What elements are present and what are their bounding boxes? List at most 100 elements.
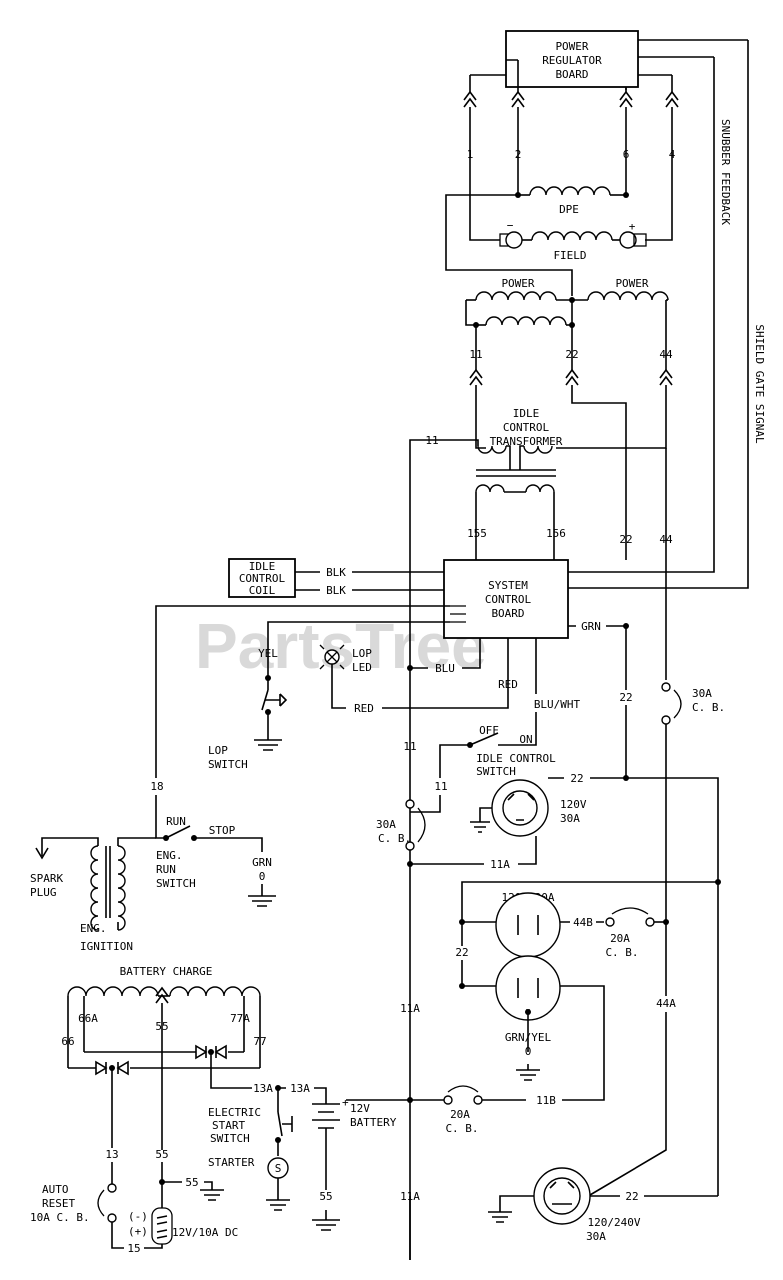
lop-led-line1: LOP [352, 647, 372, 660]
eng-run-switch-line1: ENG. [156, 849, 183, 862]
system-control-line1: SYSTEM [488, 579, 528, 592]
battery: + 12V BATTERY 55 [312, 1096, 397, 1231]
connector-row-middle [469, 368, 673, 386]
battery-plus: + [342, 1096, 349, 1109]
cb-20a-upper-line2: C. B. [605, 946, 638, 959]
cb-30a-right: 30A C. B. [661, 682, 725, 725]
wire-155: 155 [467, 527, 487, 540]
transformer-line1: IDLE [513, 407, 540, 420]
wire-55-battery: 55 [319, 1190, 332, 1203]
wire-13A-b: 13A [290, 1082, 310, 1095]
wire-grn: GRN [581, 620, 601, 633]
field-plus: + [629, 220, 636, 233]
wire-44B: 44B [573, 916, 593, 929]
transformer-line3: TRANSFORMER [490, 435, 563, 448]
wire-66: 66 [61, 1035, 74, 1048]
grn-yel-line2: 0 [525, 1045, 532, 1058]
starter-label: STARTER [208, 1156, 255, 1169]
power-left-label: POWER [501, 277, 534, 290]
wire-1: 1 [467, 148, 474, 161]
lop-switch-line2: SWITCH [208, 758, 248, 771]
wire-18: 18 [150, 780, 163, 793]
eng-run-switch-line3: SWITCH [156, 877, 196, 890]
lop-switch: LOP SWITCH [208, 678, 288, 771]
recept-120v-30a-line1: 120V [560, 798, 587, 811]
eng-ignition-line2: IGNITION [80, 940, 133, 953]
auto-reset-line1: AUTO [42, 1183, 69, 1196]
power-regulator-line2: REGULATOR [542, 54, 602, 67]
wire-11-left: 11 [403, 740, 416, 753]
engine-ignition: SPARK PLUG ENG. IGNITION [30, 837, 156, 953]
wire-11B: 11B [536, 1094, 556, 1107]
cb-30a-left-line2: C. B. [378, 832, 411, 845]
spark-plug-line2: PLUG [30, 886, 57, 899]
stop-label: STOP [209, 824, 236, 837]
cb-30a-left: 30A C. B. [376, 799, 426, 851]
wire-11A-top: 11A [490, 858, 510, 871]
cb-30a-left-line1: 30A [376, 818, 396, 831]
cb-20a-lower-line2: C. B. [445, 1122, 478, 1135]
cb-20a-upper: 20A C. B. [605, 907, 669, 959]
recept-120-240v-line1: 120/240V [588, 1216, 641, 1229]
dc-output-label: 12V/10A DC [172, 1226, 238, 1239]
electric-start-line2: START [212, 1119, 245, 1132]
wire-156: 156 [546, 527, 566, 540]
battery-charge-label: BATTERY CHARGE [120, 965, 213, 978]
auto-reset-line3: 10A C. B. [30, 1211, 90, 1224]
cb-30a-right-line1: 30A [692, 687, 712, 700]
electric-start-line1: ELECTRIC [208, 1106, 261, 1119]
wire-44A: 44A [656, 997, 676, 1010]
shield-gate-signal: SHIELD GATE SIGNAL [753, 324, 766, 444]
dpe-label: DPE [559, 203, 579, 216]
field-label: FIELD [553, 249, 586, 262]
idle-control-coil: IDLE CONTROL COIL [228, 558, 296, 598]
power-regulator-board: POWER REGULATOR BOARD [505, 30, 639, 88]
wire-yel: YEL [258, 647, 278, 660]
wire-44-upper: 44 [659, 348, 673, 361]
idle-switch-line1: IDLE CONTROL [476, 752, 556, 765]
cb-20a-lower-line1: 20A [450, 1108, 470, 1121]
wire-55-ground: 55 [185, 1176, 198, 1189]
wire-blk-2: BLK [326, 584, 346, 597]
idle-off: OFF [479, 724, 499, 737]
auto-reset-line2: RESET [42, 1197, 75, 1210]
power-regulator-line1: POWER [555, 40, 588, 53]
snubber-feedback-label: SNUBBER FEEDBACK [719, 119, 732, 225]
cb-20a-lower: 11B 20A C. B. [346, 1085, 556, 1135]
battery-line2: BATTERY [350, 1116, 397, 1129]
wire-11-upper: 11 [469, 348, 482, 361]
wire-13A-a: 13A [253, 1082, 273, 1095]
wire-55-mid: 55 [155, 1148, 168, 1161]
wire-22-mid: 22 [619, 533, 632, 546]
idle-on: ON [519, 733, 532, 746]
wire-22-recept: 22 [570, 772, 583, 785]
system-control-line3: BOARD [491, 607, 524, 620]
wire-11-idle: 11 [434, 780, 447, 793]
power-right-label: POWER [615, 277, 648, 290]
wire-22-lower: 22 [619, 691, 632, 704]
dc-output-receptacle: (-) (+) 12V/10A DC [128, 1182, 238, 1249]
dc-plus: (+) [128, 1225, 148, 1238]
wire-66A: 66A [78, 1012, 98, 1025]
connector-row-top [463, 90, 679, 108]
wire-6: 6 [623, 148, 630, 161]
grn0-line2: 0 [259, 870, 266, 883]
battery-line1: 12V [350, 1102, 370, 1115]
wire-11A-mid: 11A [400, 1002, 420, 1015]
grn-yel-line1: GRN/YEL [505, 1031, 552, 1044]
wire-77A: 77A [230, 1012, 250, 1025]
lop-led-line2: LED [352, 661, 372, 674]
cb-30a-right-line2: C. B. [692, 701, 725, 714]
electric-start-line3: SWITCH [210, 1132, 250, 1145]
auto-reset-cb: AUTO RESET 10A C. B. 15 [30, 1162, 141, 1255]
receptacle-120v-20a: 120V 20A GRN/YEL 0 [459, 879, 721, 1101]
recept-120v-30a-line2: 30A [560, 812, 580, 825]
idle-coil-line2: CONTROL [239, 572, 286, 585]
engine-run-switch: RUN STOP ENG. RUN SWITCH GRN 0 [156, 815, 276, 907]
transformer-line2: CONTROL [503, 421, 550, 434]
electric-start-switch: ELECTRIC START SWITCH STARTER S [208, 1088, 293, 1211]
wire-77: 77 [253, 1035, 266, 1048]
recept-120-240v-line2: 30A [586, 1230, 606, 1243]
wire-22-duplex: 22 [455, 946, 468, 959]
